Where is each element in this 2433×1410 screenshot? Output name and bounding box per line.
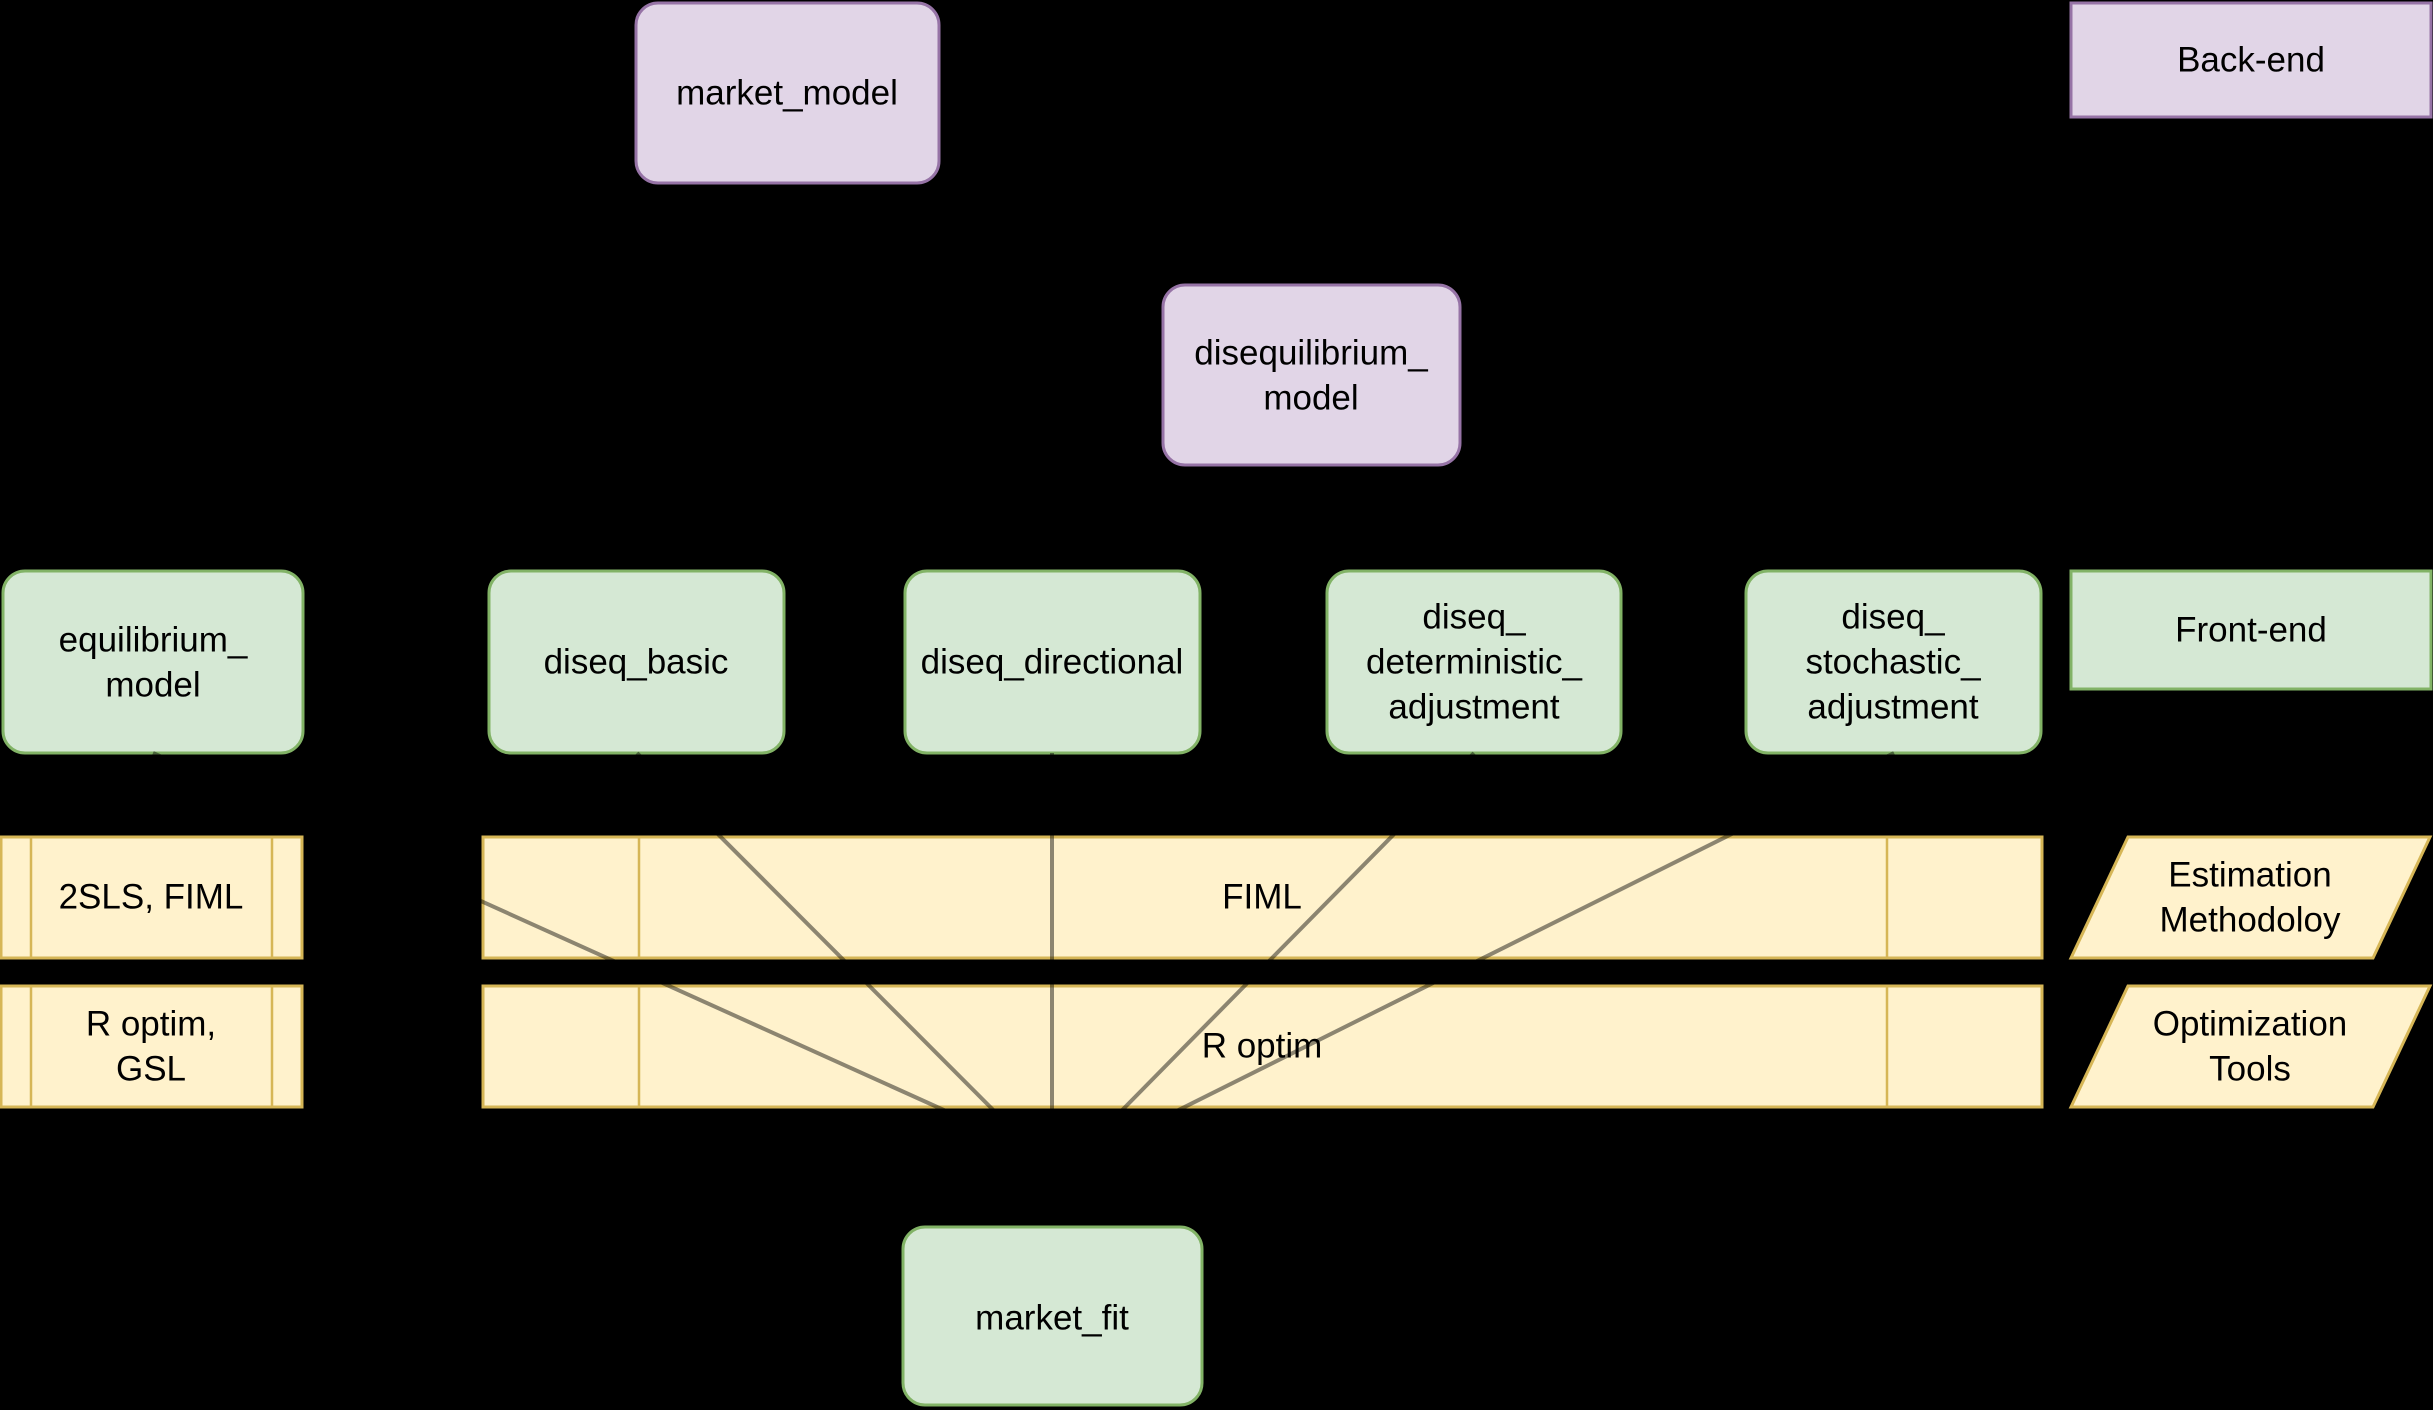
diseq-deterministic-adjustment-label-line3: adjustment [1388, 688, 1559, 727]
node-disequilibrium-model: disequilibrium_ model [1161, 283, 1462, 467]
connector-edges [152, 751, 1895, 1229]
edge-equilibrium-to-market-fit [152, 751, 1204, 1229]
estimation-left-box [0, 835, 304, 960]
optimization-main-label: R optim [1202, 1027, 1323, 1066]
disequilibrium-model-label-line1: disequilibrium_ [1194, 334, 1428, 373]
node-back-end: Back-end [2069, 1, 2433, 119]
diseq-stochastic-adjustment-label-line1: diseq_ [1841, 598, 1945, 637]
optimization-tag-label-line2: Tools [2209, 1050, 2291, 1089]
market-model-label: market_model [676, 74, 898, 113]
optimization-main-box [481, 984, 2044, 1109]
equilibrium-model-label-line1: equilibrium_ [59, 621, 248, 660]
diseq-deterministic-adjustment-label-line1: diseq_ [1422, 598, 1526, 637]
diseq-directional-box [903, 569, 1202, 755]
optimization-tag-parallelogram [2068, 984, 2433, 1109]
estimation-main-label: FIML [1222, 878, 1302, 917]
estimation-main-box [481, 835, 2044, 960]
equilibrium-model-box [1, 569, 305, 755]
estimation-left-label: 2SLS, FIML [59, 878, 244, 917]
diseq-deterministic-adjustment-label-line2: deterministic_ [1366, 643, 1582, 682]
front-end-box [2069, 569, 2433, 691]
optimization-band [0, 984, 2433, 1109]
diseq-deterministic-adjustment-box [1325, 569, 1623, 755]
node-diseq-stochastic-adjustment: diseq_ stochastic_ adjustment [1744, 569, 2043, 755]
market-model-box [634, 1, 941, 185]
node-front-end: Front-end [2069, 569, 2433, 691]
node-diseq-basic: diseq_basic [487, 569, 786, 755]
diseq-basic-label: diseq_basic [544, 643, 729, 682]
diseq-directional-label: diseq_directional [921, 643, 1184, 682]
node-market-fit: market_fit [901, 1225, 1204, 1407]
edge-diseq-stochastic-to-market-fit [943, 751, 1895, 1229]
equilibrium-model-label-line2: model [105, 666, 200, 705]
front-end-label: Front-end [2175, 611, 2327, 650]
disequilibrium-model-label-line2: model [1263, 379, 1358, 418]
node-equilibrium-model: equilibrium_ model [1, 569, 305, 755]
optimization-left-label-line1: R optim, [86, 1005, 216, 1044]
optimization-tag-label-line1: Optimization [2153, 1005, 2348, 1044]
disequilibrium-model-box [1161, 283, 1462, 467]
estimation-tag-label-line1: Estimation [2168, 856, 2331, 895]
edge-diseq-basic-to-market-fit [635, 751, 1112, 1229]
node-market-model: market_model [634, 1, 941, 185]
estimation-tag-label-line2: Methodoloy [2160, 901, 2341, 940]
back-end-label: Back-end [2177, 41, 2325, 80]
estimation-band [0, 835, 2433, 960]
node-diseq-directional: diseq_directional [903, 569, 1202, 755]
optimization-left-box [0, 984, 304, 1109]
estimation-tag-parallelogram [2068, 835, 2433, 960]
diseq-stochastic-adjustment-label-line3: adjustment [1807, 688, 1978, 727]
diseq-stochastic-adjustment-box [1744, 569, 2043, 755]
back-end-box [2069, 1, 2433, 119]
diseq-basic-box [487, 569, 786, 755]
node-diseq-deterministic-adjustment: diseq_ deterministic_ adjustment [1325, 569, 1623, 755]
edge-diseq-deterministic-to-market-fit [1005, 751, 1476, 1229]
market-fit-label: market_fit [975, 1299, 1129, 1338]
diseq-stochastic-adjustment-label-line2: stochastic_ [1805, 643, 1981, 682]
optimization-left-label-line2: GSL [116, 1050, 186, 1089]
band-labels: 2SLS, FIML FIML Estimation Methodoloy R … [59, 856, 2348, 1089]
market-fit-box [901, 1225, 1204, 1407]
